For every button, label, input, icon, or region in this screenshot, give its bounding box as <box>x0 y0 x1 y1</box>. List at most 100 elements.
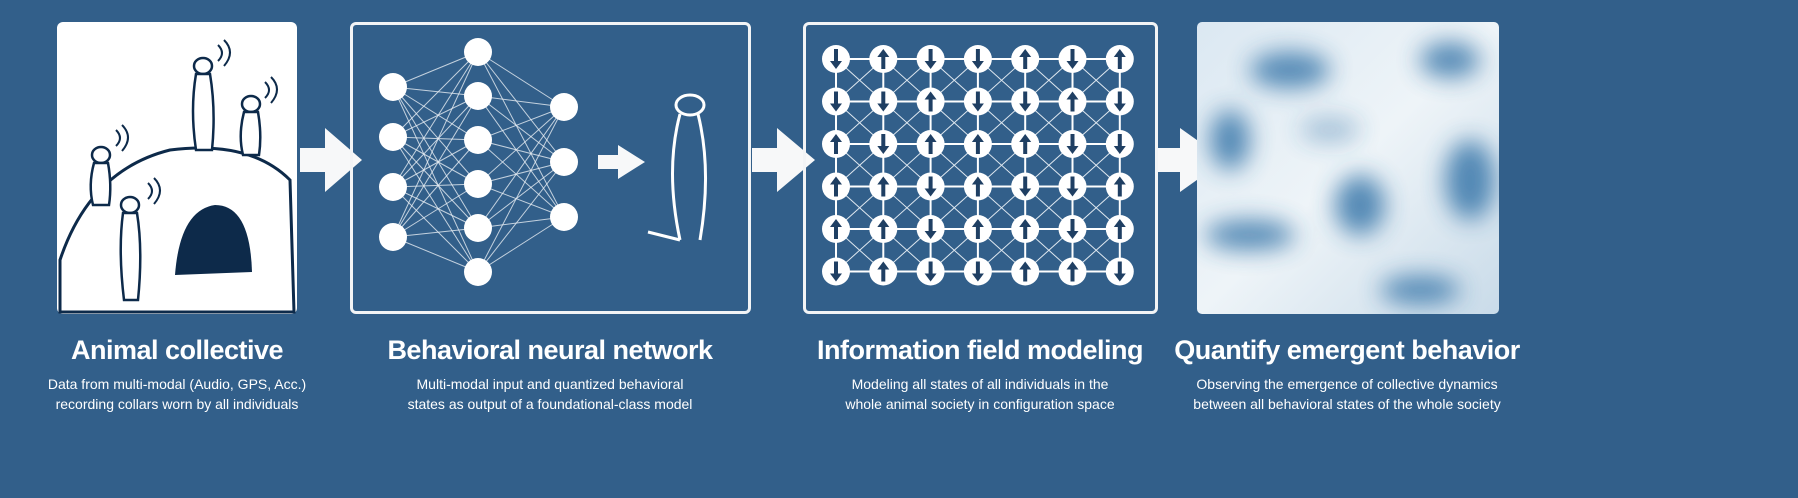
step-desc: recording collars worn by all individual… <box>55 396 299 412</box>
arrow-down-icon <box>971 91 984 112</box>
nn-edge <box>477 183 565 218</box>
nn-edge <box>477 51 565 163</box>
nn-edge <box>392 86 479 97</box>
arrow-up-icon <box>1019 219 1032 239</box>
arrow-up-icon <box>830 134 842 154</box>
arrow-up-icon <box>1019 49 1032 69</box>
nn-edge <box>477 95 565 163</box>
step-caption-2: Behavioral neural network Multi-modal in… <box>330 335 770 414</box>
nn-node <box>379 173 407 201</box>
nn-edge <box>392 186 479 273</box>
arrow-up-icon <box>830 176 842 197</box>
arrow-down-icon <box>924 261 937 282</box>
arrow-down-icon <box>1113 261 1126 282</box>
nn-edge <box>392 51 479 238</box>
nn-edge <box>392 139 479 188</box>
arrow-up-icon <box>1019 261 1032 282</box>
arrow-down-icon <box>924 219 937 239</box>
nn-node <box>379 223 407 251</box>
nn-edge <box>477 51 565 108</box>
arrow-down-icon <box>1066 176 1079 197</box>
nn-node <box>464 38 492 66</box>
nn-edge <box>477 106 565 141</box>
nn-edge <box>392 95 479 138</box>
nn-edge <box>392 236 479 273</box>
arrow-down-icon <box>924 176 937 197</box>
nn-edge <box>477 106 565 229</box>
signal-waves-icon <box>115 39 278 205</box>
arrow-up-icon <box>1019 134 1032 154</box>
nn-edge <box>477 106 565 185</box>
arrow-up-icon <box>877 261 890 282</box>
nn-edge <box>477 161 565 229</box>
arrow-up-icon <box>1066 261 1079 282</box>
step-desc: states as output of a foundational-class… <box>407 396 693 412</box>
nn-edge <box>392 186 479 229</box>
arrow-up-icon <box>1113 176 1126 197</box>
nn-edge <box>392 183 479 188</box>
nn-node <box>550 148 578 176</box>
arrow-down-icon <box>877 91 890 112</box>
nn-node <box>464 82 492 110</box>
emergent-field-heatmap <box>1197 22 1499 314</box>
nn-edge <box>392 136 479 185</box>
arrow-up-icon <box>877 176 890 197</box>
arrow-down-icon <box>1066 49 1079 69</box>
nn-edge <box>392 227 479 238</box>
nn-edge <box>392 51 479 138</box>
arrow-right-icon <box>1156 128 1225 192</box>
nn-edge <box>392 136 479 273</box>
arrow-up-icon <box>971 176 984 197</box>
burrow-entrance <box>175 205 252 275</box>
arrow-up-icon <box>1113 49 1126 69</box>
step-desc: Observing the emergence of collective dy… <box>1196 376 1498 392</box>
nn-edge <box>477 51 565 218</box>
nn-edge <box>392 86 479 273</box>
arrow-up-icon <box>924 134 937 154</box>
arrow-down-icon <box>830 261 842 282</box>
nn-node <box>464 126 492 154</box>
step-title: Animal collective <box>70 335 284 365</box>
arrow-up-icon <box>1066 91 1079 112</box>
nn-node <box>550 93 578 121</box>
flow-arrows <box>300 128 1225 192</box>
arrow-down-icon <box>1113 91 1126 112</box>
arrow-down-icon <box>830 91 842 112</box>
animal-collective-illustration <box>57 22 297 314</box>
step-title: Quantify emergent behavior <box>1174 335 1520 365</box>
neural-network-panel <box>350 22 751 314</box>
nn-edge <box>392 86 479 185</box>
nn-node <box>464 258 492 286</box>
nn-node <box>464 170 492 198</box>
arrow-right-icon <box>300 128 362 192</box>
lattice-panel <box>803 22 1158 314</box>
arrow-down-icon <box>971 49 984 69</box>
nn-edge <box>392 95 479 238</box>
nn-edge <box>392 136 479 229</box>
arrow-up-icon <box>877 219 890 239</box>
step-desc: Multi-modal input and quantized behavior… <box>416 376 684 392</box>
step-desc: whole animal society in configuration sp… <box>845 396 1115 412</box>
nn-edge <box>392 51 479 188</box>
arrow-right-icon <box>598 145 645 179</box>
arrow-down-icon <box>1066 219 1079 239</box>
nn-edge <box>477 216 565 273</box>
spin-lattice <box>822 45 1134 286</box>
step-desc: Modeling all states of all individuals i… <box>851 376 1109 392</box>
nn-node <box>379 73 407 101</box>
nn-edge <box>477 161 565 185</box>
nn-edge <box>392 51 479 88</box>
arrow-up-icon <box>924 91 937 112</box>
nn-edge <box>477 139 565 163</box>
nn-edge <box>477 106 565 273</box>
nn-node <box>550 203 578 231</box>
arrow-down-icon <box>924 49 937 69</box>
arrow-down-icon <box>1019 176 1032 197</box>
step-caption-3: Information field modeling Modeling all … <box>760 335 1200 414</box>
nn-edge <box>392 86 479 229</box>
step-desc: Data from multi-modal (Audio, GPS, Acc.) <box>47 376 307 392</box>
arrow-down-icon <box>877 134 890 154</box>
step-desc: between all behavioral states of the who… <box>1193 396 1501 412</box>
